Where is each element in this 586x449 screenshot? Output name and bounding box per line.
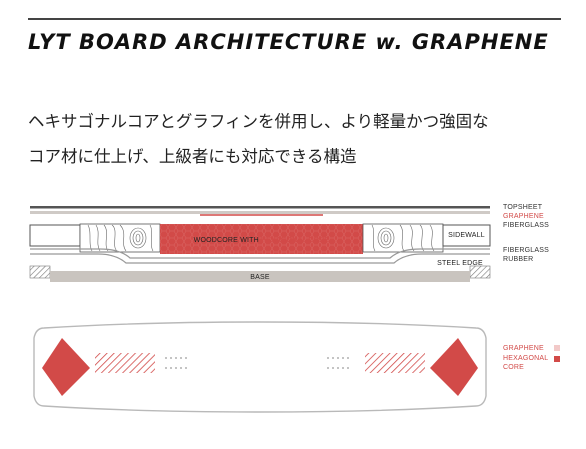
description-line-2: コア材に仕上げ、上級者にも対応できる構造 bbox=[28, 147, 357, 166]
rubber-layer bbox=[30, 253, 490, 264]
steel-edge-label: STEEL EDGE bbox=[437, 260, 483, 267]
layer-label-fiberglass-top: FIBERGLASS bbox=[503, 222, 549, 229]
page-title: LYT BOARD ARCHITECTURE w. GRAPHENE bbox=[28, 30, 549, 54]
sidewall-label: SIDEWALL bbox=[448, 232, 485, 239]
layer-label-fiberglass-bottom: FIBERGLASS bbox=[503, 247, 549, 254]
layer-label-graphene: GRAPHENE bbox=[503, 213, 544, 220]
legend-hex-core-line-1: HEXAGONAL bbox=[503, 355, 549, 362]
description-line-1: ヘキサゴナルコアとグラフィンを併用し、より軽量かつ強固な bbox=[28, 112, 489, 131]
insert-dots bbox=[165, 357, 349, 369]
topsheet-layer bbox=[30, 206, 490, 209]
lower-fiberglass-layer bbox=[30, 248, 490, 259]
nose-hex-insert bbox=[42, 338, 90, 396]
hexagonal-core-text: HEXAGONAL CORE bbox=[261, 237, 330, 244]
tail-graphene-stripes bbox=[365, 353, 425, 373]
cross-section bbox=[29, 206, 491, 282]
sidewall bbox=[442, 224, 491, 247]
layer-label-rubber: RUBBER bbox=[503, 256, 534, 263]
woodcore-label: WOODCORE WITH HEXAGONAL CORE bbox=[176, 236, 347, 245]
tail-hex-insert bbox=[430, 338, 478, 396]
board-outline bbox=[33, 321, 487, 413]
legend-graphene-swatch bbox=[554, 345, 560, 351]
legend-graphene-label: GRAPHENE bbox=[503, 345, 544, 352]
left-steel-edge bbox=[29, 265, 51, 279]
legend-hex-core-line-2: CORE bbox=[503, 364, 525, 371]
base-layer bbox=[50, 271, 470, 282]
layer-label-topsheet: TOPSHEET bbox=[503, 204, 543, 211]
board-top-view bbox=[33, 321, 487, 413]
legend-hex-core-swatch bbox=[554, 356, 560, 362]
description: ヘキサゴナルコアとグラフィンを併用し、より軽量かつ強固な コア材に仕上げ、上級者… bbox=[28, 104, 568, 174]
wood-core bbox=[29, 223, 491, 254]
top-rule bbox=[28, 18, 561, 20]
woodcore-text: WOODCORE WITH bbox=[193, 237, 259, 244]
base-label: BASE bbox=[250, 274, 270, 281]
upper-fiberglass-layer bbox=[30, 211, 490, 214]
legend-hex-core-label: HEXAGONAL CORE bbox=[503, 354, 548, 372]
nose-graphene-stripes bbox=[95, 353, 155, 373]
